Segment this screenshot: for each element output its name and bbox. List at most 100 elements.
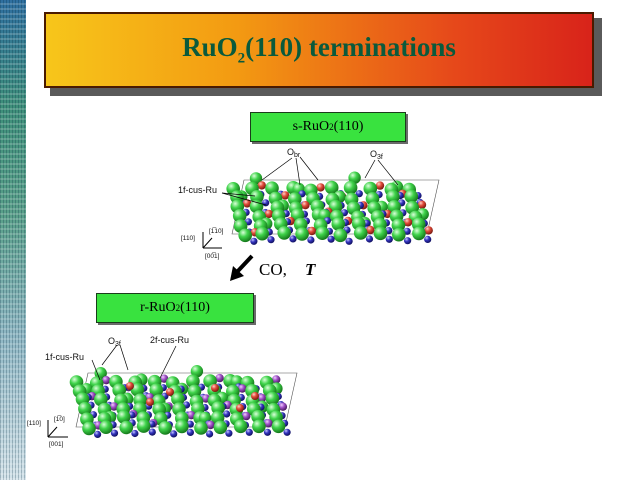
- atom: [333, 228, 348, 243]
- atom: [257, 393, 267, 403]
- page-title: RuO2(110) terminations: [182, 32, 456, 67]
- reaction-temperature: T: [305, 260, 316, 279]
- atom: [130, 382, 145, 397]
- atom: [171, 392, 185, 406]
- atom: [412, 226, 426, 241]
- atom: [158, 421, 172, 435]
- atom: [249, 172, 263, 185]
- atom: [149, 383, 164, 398]
- atom: [242, 411, 251, 421]
- atom: [211, 384, 219, 392]
- axis-110-top: [110]: [181, 235, 195, 242]
- atom: [257, 181, 266, 190]
- atom: [215, 373, 224, 383]
- atom: [353, 226, 368, 240]
- atom: [126, 382, 134, 390]
- atom: [301, 201, 310, 210]
- atom: [255, 226, 269, 241]
- atom: [283, 428, 291, 436]
- atom: [348, 171, 361, 184]
- reaction-reagent: CO,: [259, 260, 287, 279]
- atom: [277, 226, 292, 240]
- atom: [424, 226, 433, 235]
- atom: [404, 237, 412, 245]
- top-axes: [110] [1̅10] [00̅1]: [181, 227, 224, 260]
- atom: [131, 429, 139, 438]
- axis-1m10-top: [1̅10]: [209, 227, 224, 235]
- sidebar-decoration: [0, 0, 26, 480]
- atom: [213, 420, 228, 435]
- atom: [331, 217, 346, 231]
- atom: [116, 410, 131, 424]
- atom: [385, 235, 393, 243]
- atom: [316, 183, 325, 192]
- atom: [236, 404, 244, 412]
- atom: [190, 365, 204, 378]
- atom: [264, 419, 273, 428]
- atom: [250, 190, 264, 204]
- atom: [223, 410, 231, 418]
- atom: [315, 226, 330, 240]
- atom: [194, 421, 208, 435]
- top-annotations: Obr O3f 1f-cus-Ru: [178, 147, 399, 206]
- atom: [373, 226, 388, 241]
- atom: [404, 189, 419, 204]
- axis-110-bottom: [110]: [27, 420, 41, 427]
- atom: [375, 181, 385, 190]
- atom: [148, 428, 156, 436]
- atom: [166, 388, 174, 396]
- atom: [264, 209, 274, 219]
- o-3f-label-top: O3f: [370, 149, 383, 161]
- atom: [265, 391, 280, 406]
- atom: [392, 227, 406, 242]
- atom: [307, 226, 317, 236]
- atom: [252, 419, 266, 434]
- o-br-label: Obr: [287, 147, 301, 159]
- atom: [175, 419, 189, 434]
- atom: [324, 180, 339, 195]
- atom: [102, 376, 111, 385]
- o-3f-label-bottom: O3f: [108, 336, 121, 348]
- cus-ru-2f-label: 2f-cus-Ru: [150, 335, 189, 345]
- bottom-annotations: O3f 1f-cus-Ru 2f-cus-Ru: [45, 335, 189, 381]
- atom: [160, 374, 169, 383]
- atom: [146, 398, 154, 406]
- atom: [295, 227, 309, 241]
- atom: [225, 429, 233, 437]
- atom: [251, 392, 259, 400]
- atom: [94, 430, 102, 438]
- atom: [271, 419, 286, 434]
- atom: [263, 428, 272, 436]
- atom: [233, 419, 248, 434]
- atom: [211, 401, 225, 415]
- atom: [109, 402, 119, 411]
- atom: [186, 428, 194, 436]
- atom: [272, 375, 281, 384]
- atom: [136, 419, 151, 433]
- atom: [112, 383, 126, 398]
- reaction-arrow: CO, T: [230, 254, 316, 281]
- atom: [278, 402, 288, 411]
- atom: [363, 181, 378, 196]
- s-ruo2-slab: [226, 171, 440, 245]
- atom: [242, 199, 252, 208]
- atom: [281, 191, 290, 200]
- atom: [206, 420, 215, 430]
- atom: [119, 420, 134, 435]
- atom: [365, 235, 374, 243]
- atom: [345, 237, 353, 245]
- atom: [424, 235, 432, 243]
- atom: [245, 428, 253, 436]
- title-banner: RuO2(110) terminations: [44, 12, 594, 88]
- atom: [94, 367, 107, 380]
- axis-1m10-bottom: [1̅0]: [54, 415, 65, 423]
- atom: [206, 430, 214, 438]
- atom: [82, 421, 96, 436]
- axis-001-bottom: [001]: [49, 441, 64, 448]
- atom: [343, 180, 358, 195]
- bottom-axes: [110] [1̅0] [001]: [27, 415, 68, 448]
- atom: [250, 237, 258, 245]
- atom: [403, 218, 413, 227]
